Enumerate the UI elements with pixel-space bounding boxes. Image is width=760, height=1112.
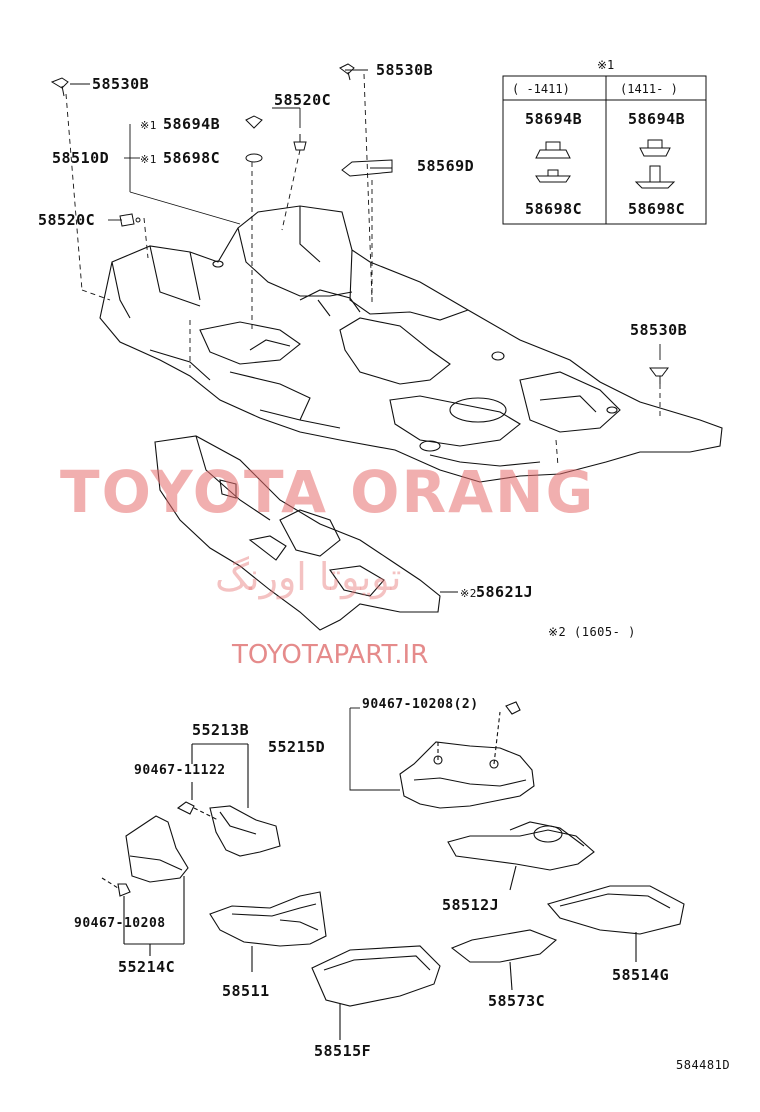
label-58530B-c[interactable]: 58530B (630, 321, 688, 339)
mark-2: ※2 (460, 587, 477, 600)
part-55213B-drawing (176, 743, 281, 857)
mark-1-b: ※1 (140, 153, 157, 166)
watermark-main: TOYOTA ORANG (60, 458, 596, 526)
label-58698C[interactable]: 58698C (163, 149, 221, 167)
footnote1-table (502, 75, 707, 225)
part-55214C-drawing (101, 815, 189, 956)
label-58512J[interactable]: 58512J (442, 896, 500, 914)
label-55215D[interactable]: 55215D (268, 738, 326, 756)
label-58530B-b[interactable]: 58530B (376, 61, 434, 79)
inset-label-58698C-right[interactable]: 58698C (628, 200, 686, 218)
watermark-url: TOYOTAPART.IR (232, 640, 429, 670)
label-58511[interactable]: 58511 (222, 982, 270, 1000)
label-58520C-a[interactable]: 58520C (274, 91, 332, 109)
label-58530B-a[interactable]: 58530B (92, 75, 150, 93)
label-55213B[interactable]: 55213B (192, 721, 250, 739)
footnote1-col-left: ( -1411) (512, 82, 570, 96)
label-58573C[interactable]: 58573C (488, 992, 546, 1010)
label-55214C[interactable]: 55214C (118, 958, 176, 976)
part-58511-drawing (209, 891, 327, 972)
inset-label-58694B-left[interactable]: 58694B (525, 110, 583, 128)
label-58569D[interactable]: 58569D (417, 157, 475, 175)
label-90467-10208-2[interactable]: 90467-10208(2) (362, 697, 479, 712)
label-58514G[interactable]: 58514G (612, 966, 670, 984)
inset-label-58694B-right[interactable]: 58694B (628, 110, 686, 128)
label-90467-10208[interactable]: 90467-10208 (74, 916, 166, 931)
part-58512J-drawing (447, 821, 595, 891)
diagram-code: 584481D (676, 1058, 731, 1072)
label-58520C-b[interactable]: 58520C (38, 211, 96, 229)
label-58694B[interactable]: 58694B (163, 115, 221, 133)
inset-label-58698C-left[interactable]: 58698C (525, 200, 583, 218)
part-58514G-drawing (547, 885, 685, 962)
footnote1-col-right: (1411- ) (620, 82, 678, 96)
watermark-persian: تویوتا اورنگ (215, 555, 402, 599)
tunnel-mat-drawing (154, 435, 441, 631)
part-55215D-drawing (349, 701, 535, 809)
part-58573C-drawing (450, 929, 558, 991)
part-58515F-drawing (311, 945, 441, 1040)
footnote-2: ※2 (1605- ) (548, 625, 636, 639)
label-58515F[interactable]: 58515F (314, 1042, 372, 1060)
label-58621J[interactable]: 58621J (476, 583, 534, 601)
footnote1-mark: ※1 (597, 58, 615, 72)
label-58510D[interactable]: 58510D (52, 149, 110, 167)
floor-carpet-drawing (99, 205, 723, 483)
label-90467-11122[interactable]: 90467-11122 (134, 763, 226, 778)
mark-1-a: ※1 (140, 119, 157, 132)
